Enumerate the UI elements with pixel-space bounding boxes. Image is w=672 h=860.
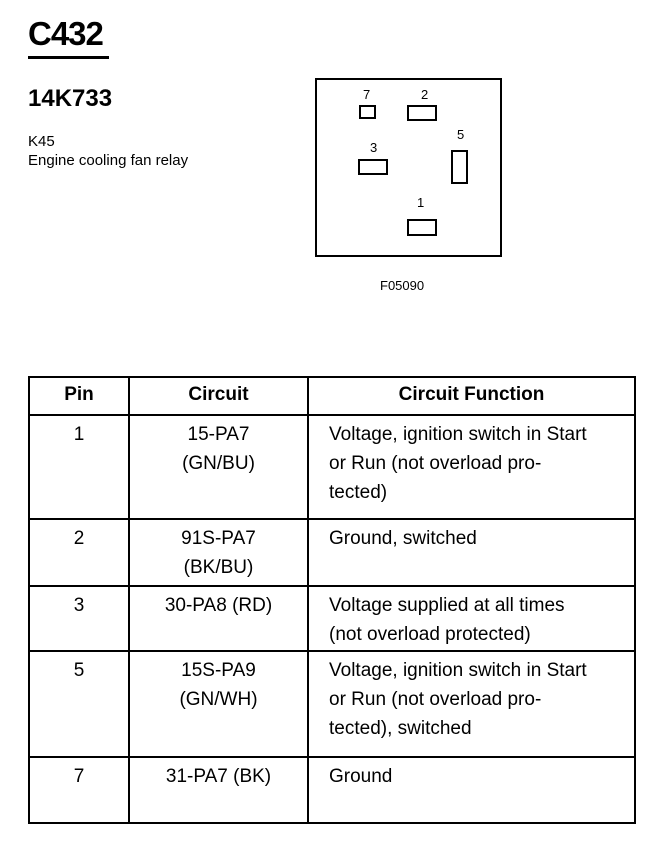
header-pin: Pin [28, 376, 130, 416]
cell-pin: 2 [28, 518, 130, 587]
function-line: Ground, switched [329, 528, 477, 549]
pin-slot-1 [407, 219, 437, 236]
connector-id-underline [28, 56, 109, 59]
header-circuit: Circuit [128, 376, 309, 416]
pin-table: Pin Circuit Circuit Function 1 15-PA7 (G… [28, 376, 636, 824]
component-ref: K45 [28, 133, 55, 150]
cell-circuit: 30-PA8 (RD) [128, 585, 309, 652]
function-line: Ground [329, 766, 393, 787]
cell-circuit: 15S-PA9 (GN/WH) [128, 650, 309, 758]
cell-circuit: 15-PA7 (GN/BU) [128, 414, 309, 520]
pin-label-5: 5 [457, 127, 465, 142]
circuit-line: 31-PA7 (BK) [165, 766, 272, 787]
circuit-line: 91S-PA7 [181, 528, 256, 549]
figure-id: F05090 [380, 278, 425, 293]
function-line: or Run (not overload pro- [329, 689, 542, 710]
pin-label-1: 1 [417, 195, 425, 210]
cell-circuit: 91S-PA7 (BK/BU) [128, 518, 309, 587]
pin-label-3: 3 [370, 140, 378, 155]
table-row: 3 30-PA8 (RD) Voltage supplied at all ti… [28, 585, 636, 652]
header-circuit-function: Circuit Function [307, 376, 636, 416]
circuit-line: 15-PA7 [187, 424, 250, 445]
function-line: tected), switched [329, 718, 472, 739]
function-line: tected) [329, 482, 388, 503]
table-header-row: Pin Circuit Circuit Function [28, 376, 636, 416]
circuit-line: (GN/BU) [182, 453, 255, 474]
component-description: Engine cooling fan relay [28, 152, 189, 169]
function-line: or Run (not overload pro- [329, 453, 542, 474]
pin-slot-7 [359, 105, 376, 119]
connector-id: C432 [28, 15, 104, 52]
circuit-line: 30-PA8 (RD) [164, 595, 273, 616]
function-line: (not overload protected) [329, 624, 531, 645]
part-number: 14K733 [28, 85, 113, 112]
function-line: Voltage, ignition switch in Start [329, 424, 587, 445]
function-line: Voltage, ignition switch in Start [329, 660, 587, 681]
table-row: 7 31-PA7 (BK) Ground [28, 756, 636, 824]
pin-slot-2 [407, 105, 437, 121]
cell-function: Voltage supplied at all times (not overl… [307, 585, 636, 652]
cell-function: Ground, switched [307, 518, 636, 587]
cell-function: Voltage, ignition switch in Start or Run… [307, 414, 636, 520]
connector-face-diagram: 7 2 3 5 1 [315, 78, 502, 257]
cell-pin: 1 [28, 414, 130, 520]
pin-label-7: 7 [363, 87, 371, 102]
cell-pin: 3 [28, 585, 130, 652]
pin-label-2: 2 [421, 87, 429, 102]
cell-pin: 5 [28, 650, 130, 758]
table-row: 5 15S-PA9 (GN/WH) Voltage, ignition swit… [28, 650, 636, 758]
cell-circuit: 31-PA7 (BK) [128, 756, 309, 824]
table-row: 1 15-PA7 (GN/BU) Voltage, ignition switc… [28, 414, 636, 520]
circuit-line: (BK/BU) [183, 557, 254, 578]
pin-slot-3 [358, 159, 388, 175]
cell-pin: 7 [28, 756, 130, 824]
function-line: Voltage supplied at all times [329, 595, 565, 616]
circuit-line: (GN/WH) [179, 689, 258, 710]
cell-function: Voltage, ignition switch in Start or Run… [307, 650, 636, 758]
circuit-line: 15S-PA9 [181, 660, 256, 681]
cell-function: Ground [307, 756, 636, 824]
pin-slot-5 [451, 150, 468, 184]
table-row: 2 91S-PA7 (BK/BU) Ground, switched [28, 518, 636, 587]
